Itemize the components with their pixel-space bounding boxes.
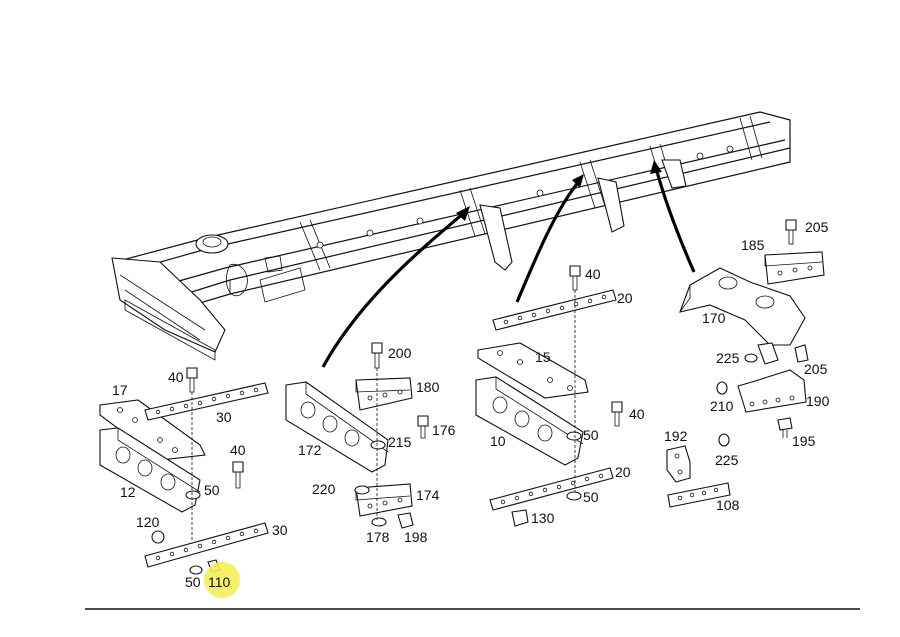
callout-205-a[interactable]: 205 <box>805 219 829 235</box>
callout-176[interactable]: 176 <box>432 422 456 438</box>
callout-172[interactable]: 172 <box>298 442 322 458</box>
callout-120[interactable]: 120 <box>136 514 160 530</box>
callout-108[interactable]: 108 <box>716 497 740 513</box>
callout-130[interactable]: 130 <box>531 510 555 526</box>
selected-callout-highlight <box>204 562 240 598</box>
callout-50-c[interactable]: 50 <box>583 427 599 443</box>
callout-180[interactable]: 180 <box>416 379 440 395</box>
callout-225-b[interactable]: 225 <box>715 452 739 468</box>
callout-178[interactable]: 178 <box>366 529 390 545</box>
callout-192[interactable]: 192 <box>664 428 688 444</box>
second-crossmember-assembly <box>285 342 429 529</box>
assembly-arrows <box>321 160 696 368</box>
callout-200[interactable]: 200 <box>388 345 412 361</box>
callout-labels: 17 40 30 12 40 50 120 30 50 110 200 180 … <box>112 219 830 590</box>
callout-12[interactable]: 12 <box>120 484 136 500</box>
callout-15[interactable]: 15 <box>535 349 551 365</box>
callout-205-b[interactable]: 205 <box>804 361 828 377</box>
rail-holes <box>316 145 734 249</box>
callout-195[interactable]: 195 <box>792 433 816 449</box>
callout-40-b[interactable]: 40 <box>230 442 246 458</box>
callout-40-a[interactable]: 40 <box>168 369 184 385</box>
callout-210[interactable]: 210 <box>710 398 734 414</box>
callout-110[interactable]: 110 <box>208 574 231 590</box>
callout-225-a[interactable]: 225 <box>716 350 740 366</box>
callout-50-b[interactable]: 50 <box>185 574 201 590</box>
callout-220[interactable]: 220 <box>312 481 336 497</box>
strip-20-holes <box>503 294 607 325</box>
callout-174[interactable]: 174 <box>416 487 440 503</box>
front-crossmember-assembly <box>99 367 269 575</box>
callout-198[interactable]: 198 <box>404 529 428 545</box>
callout-40-c[interactable]: 40 <box>585 266 601 282</box>
callout-190[interactable]: 190 <box>806 393 830 409</box>
strip-30-holes <box>155 387 259 415</box>
callout-50-a[interactable]: 50 <box>204 482 220 498</box>
callout-20-b[interactable]: 20 <box>615 464 631 480</box>
chassis-frame <box>111 111 791 361</box>
callout-50-d[interactable]: 50 <box>583 489 599 505</box>
callout-17[interactable]: 17 <box>112 382 128 398</box>
strip-20b-holes <box>500 473 604 505</box>
callout-215[interactable]: 215 <box>388 434 412 450</box>
callout-10[interactable]: 10 <box>490 433 506 449</box>
callout-30-b[interactable]: 30 <box>272 522 288 538</box>
callout-170[interactable]: 170 <box>702 310 726 326</box>
strip-30b-holes <box>155 528 259 561</box>
callout-40-d[interactable]: 40 <box>629 406 645 422</box>
callout-30-a[interactable]: 30 <box>216 409 232 425</box>
third-crossmember-assembly <box>475 265 623 527</box>
rear-crossmember-assembly <box>666 219 825 508</box>
callout-20-a[interactable]: 20 <box>617 290 633 306</box>
callout-185[interactable]: 185 <box>741 237 765 253</box>
